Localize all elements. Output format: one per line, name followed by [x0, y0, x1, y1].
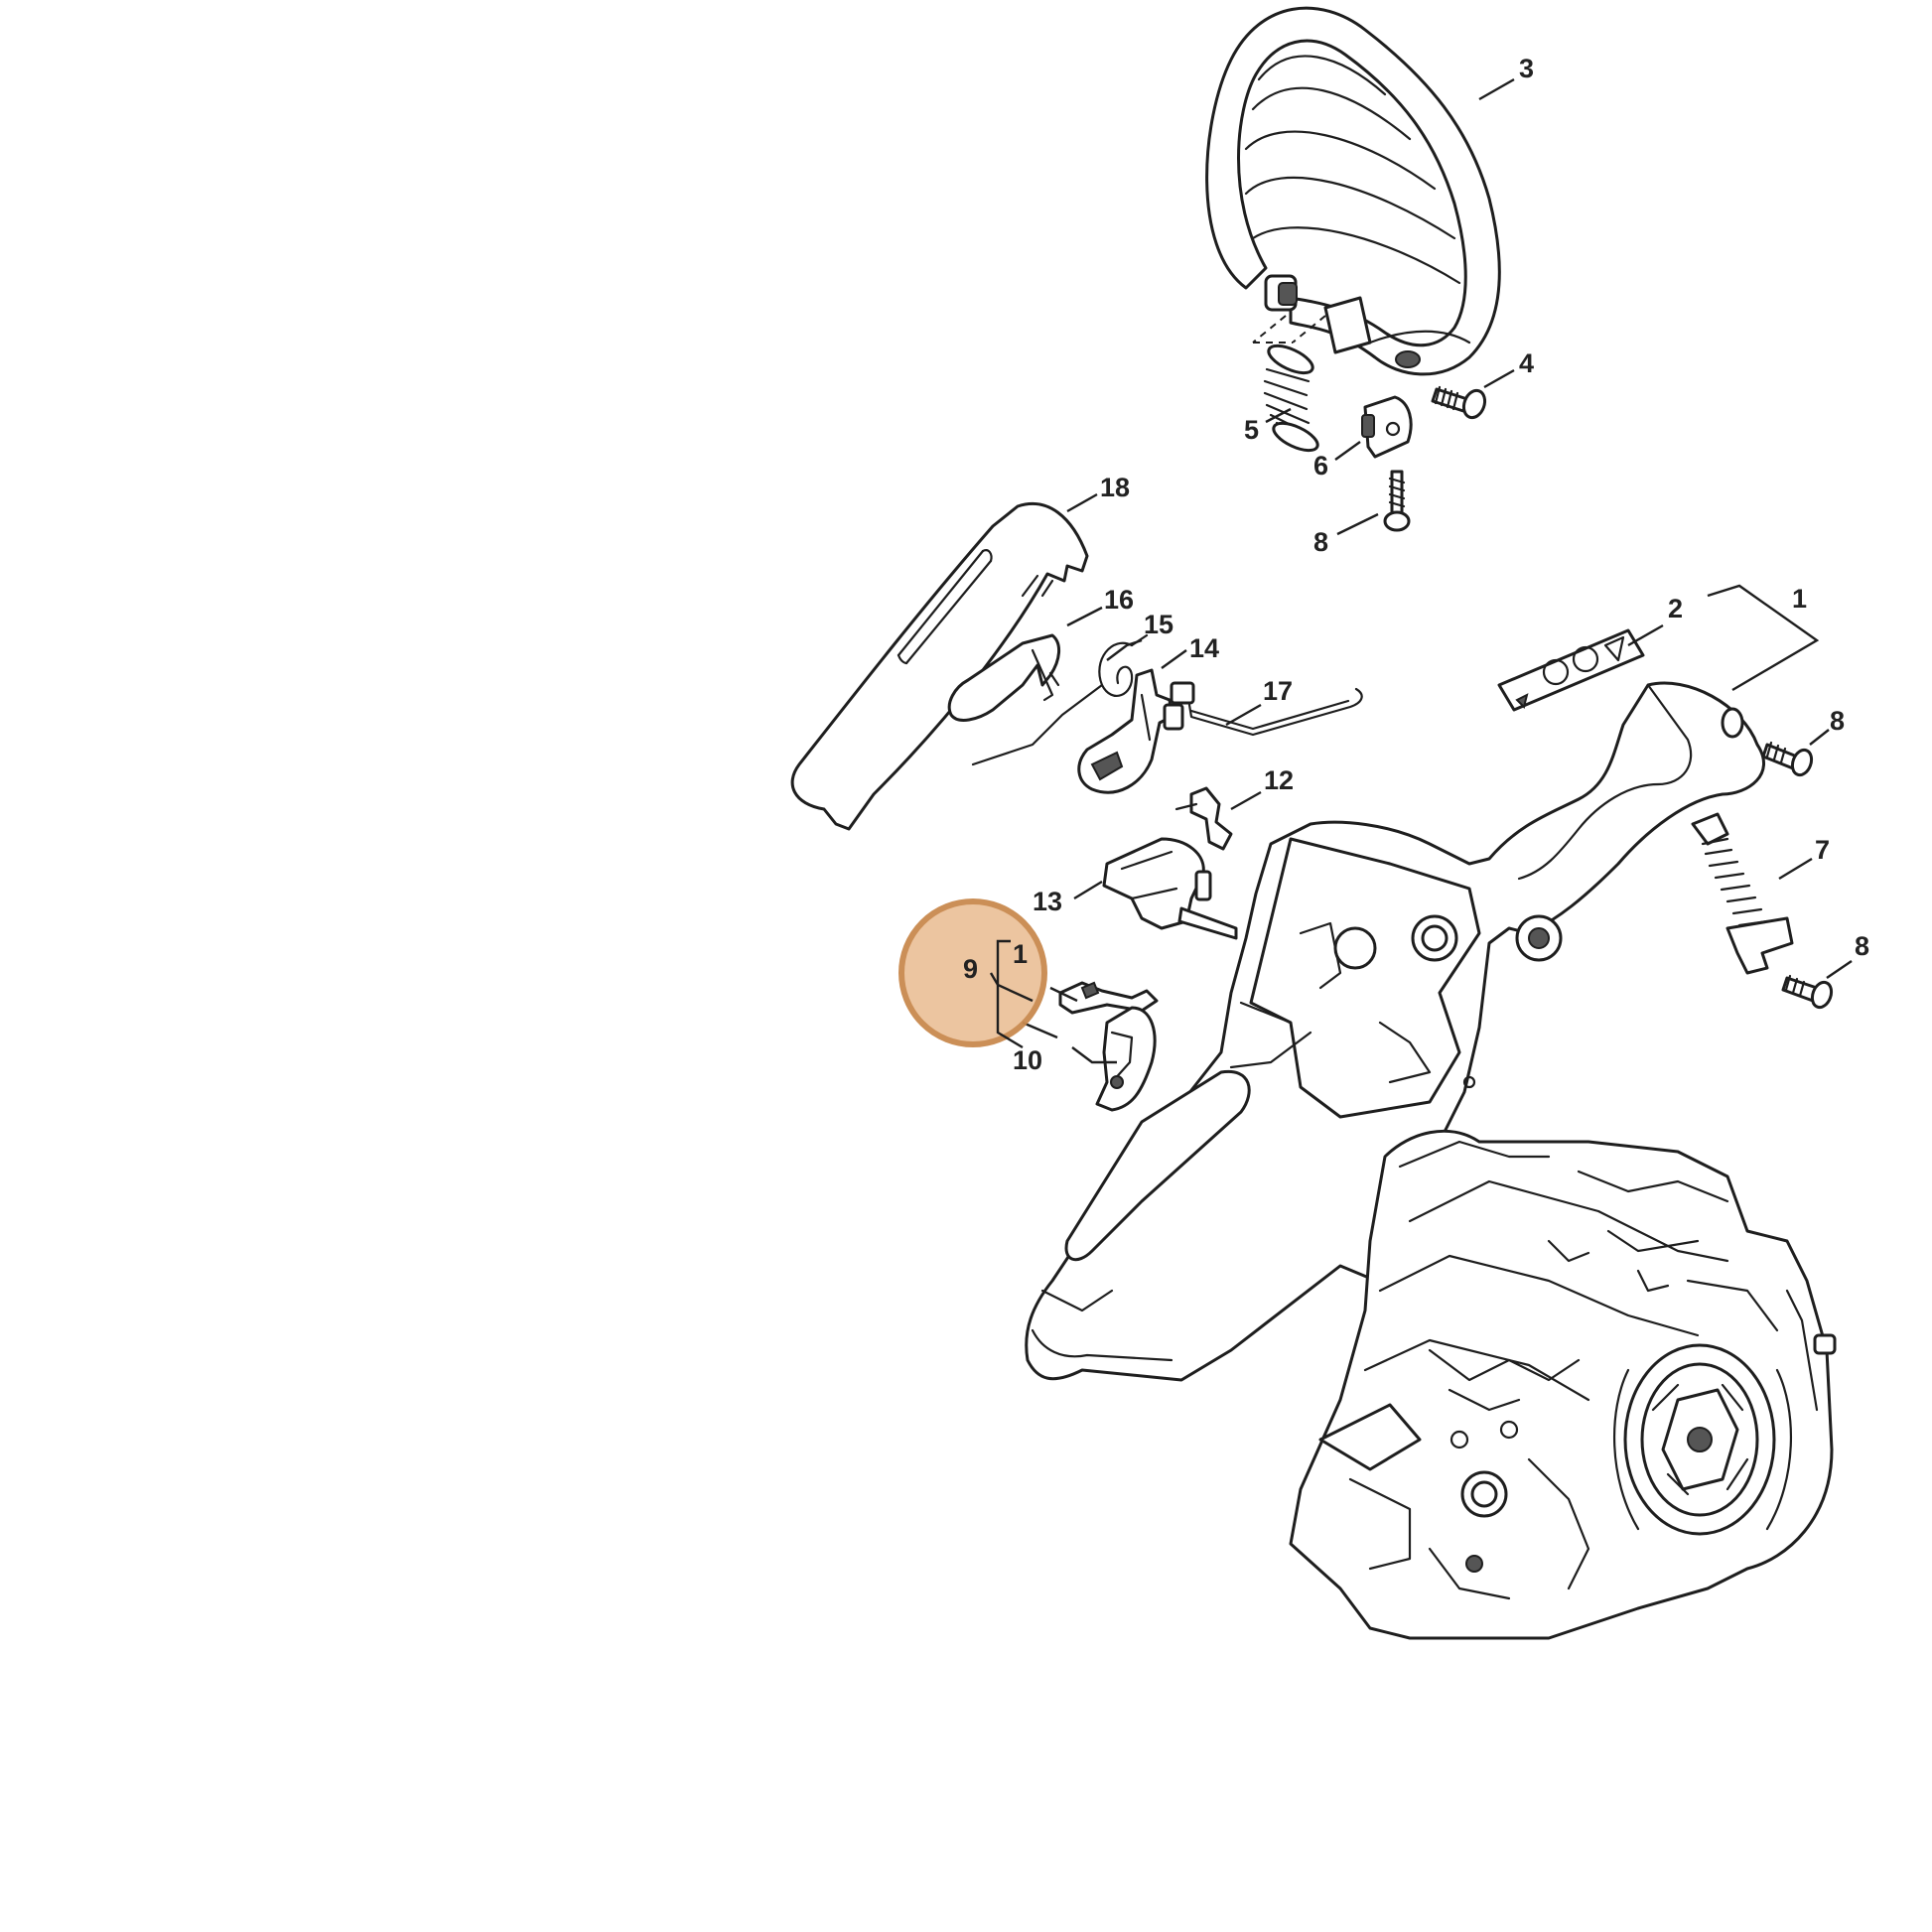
throttle-rod-part-17[interactable]	[1187, 687, 1363, 737]
label-1-top: 1	[1792, 584, 1807, 614]
lockout-part-16[interactable]	[947, 633, 1060, 722]
label-10: 10	[1013, 1045, 1042, 1075]
screw-part-8-right-bottom[interactable]	[1781, 974, 1835, 1010]
bracket-part-6[interactable]	[1361, 395, 1413, 459]
lever-part-10[interactable]	[1095, 1006, 1157, 1112]
label-5: 5	[1244, 415, 1259, 445]
label-15: 15	[1144, 610, 1173, 639]
antivibe-spring-part-7[interactable]	[1691, 812, 1794, 975]
spring-part-5[interactable]	[1263, 341, 1321, 456]
label-2: 2	[1668, 594, 1683, 623]
label-13: 13	[1033, 887, 1062, 916]
front-handle-part-3[interactable]	[1205, 6, 1501, 376]
label-14: 14	[1189, 633, 1219, 663]
rear-handle-housing-part-1[interactable]	[1025, 681, 1765, 1382]
screw-part-8-top[interactable]	[1383, 470, 1411, 532]
label-9: 9	[963, 954, 978, 984]
label-8-right-top: 8	[1830, 706, 1845, 736]
label-17: 17	[1263, 676, 1293, 706]
throttle-shaft-part-13[interactable]	[1102, 837, 1238, 940]
label-16: 16	[1104, 585, 1134, 615]
hand-guard-part-18[interactable]	[790, 501, 1089, 831]
screw-part-4[interactable]	[1431, 385, 1488, 421]
clip-part-12[interactable]	[1174, 786, 1233, 851]
label-4: 4	[1519, 348, 1534, 378]
engine-housing	[1289, 1129, 1837, 1640]
throttle-trigger-part-14[interactable]	[1077, 668, 1195, 794]
pawl-part-9[interactable]	[1058, 981, 1159, 1015]
warning-label-part-2[interactable]	[1497, 628, 1645, 712]
label-18: 18	[1100, 473, 1130, 502]
label-3: 3	[1519, 54, 1534, 83]
label-6: 6	[1313, 451, 1328, 481]
highlight-circle	[898, 898, 1047, 1047]
label-12: 12	[1264, 765, 1294, 795]
label-1-side: 1	[1013, 939, 1028, 969]
label-8-top: 8	[1313, 527, 1328, 557]
screw-part-8-right-top[interactable]	[1761, 741, 1815, 777]
label-8-right-bottom: 8	[1855, 931, 1869, 961]
label-7: 7	[1815, 835, 1830, 865]
